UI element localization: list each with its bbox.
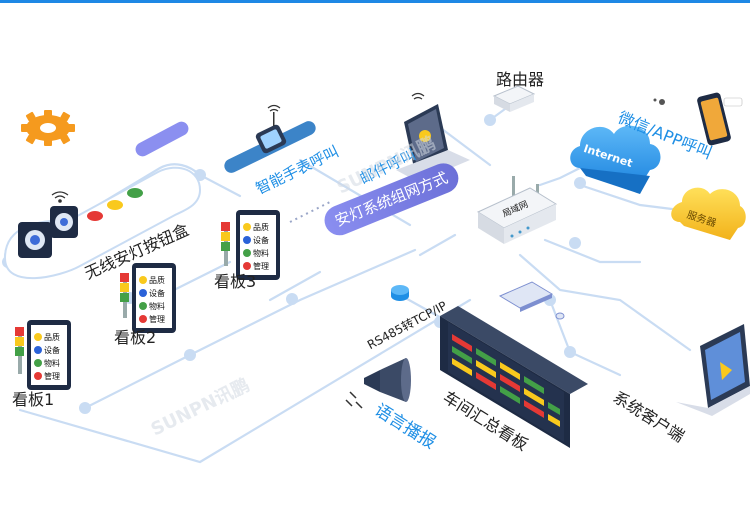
phone-icon — [697, 92, 743, 146]
internet-cloud-icon — [570, 125, 661, 194]
board-3-item-2: 设备 — [253, 235, 269, 245]
board-2-item-3: 物料 — [149, 301, 165, 311]
router-icon — [492, 85, 536, 112]
board-1-item-2: 设备 — [44, 345, 60, 355]
board-2-item-2: 设备 — [149, 288, 165, 298]
red-button — [87, 211, 103, 221]
board-1-label: 看板1 — [12, 390, 55, 409]
board-1-item-4: 管理 — [44, 371, 60, 381]
dashboard-cells — [452, 334, 560, 427]
andon-tower-light — [221, 222, 230, 266]
wireless-button-box — [3, 166, 202, 280]
rs485-converter-icon — [391, 285, 409, 301]
board-2-item-1: 品质 — [149, 275, 165, 285]
server-cloud-icon — [671, 187, 746, 240]
andon-tower-light — [120, 273, 129, 318]
top-accent-bar — [0, 0, 750, 3]
gear-icon — [21, 110, 75, 146]
board-3: 品质 设备 物料 管理 — [221, 210, 280, 280]
wireless-button-device-2 — [50, 206, 78, 238]
speaker-icon — [345, 358, 411, 409]
board-1: 品质 设备 物料 管理 — [15, 320, 71, 390]
wireless-button-device-1 — [18, 222, 52, 258]
client-laptop-icon — [676, 324, 750, 416]
chat-bubble-icon — [653, 98, 665, 105]
smart-watch-icon — [224, 104, 316, 173]
green-button — [127, 188, 143, 198]
board-3-label: 看板3 — [214, 272, 257, 291]
board-2-label: 看板2 — [114, 328, 157, 347]
board-3-item-4: 管理 — [253, 261, 269, 271]
board-3-item-3: 物料 — [253, 248, 269, 258]
keyboard-icon — [498, 281, 565, 320]
router-label: 路由器 — [496, 70, 545, 89]
board-2: 品质 设备 物料 管理 — [120, 263, 176, 333]
board-3-item-1: 品质 — [253, 222, 269, 232]
yellow-button — [107, 200, 123, 210]
wifi-icon — [51, 191, 69, 203]
andon-tower-light — [15, 327, 24, 374]
board-1-item-1: 品质 — [44, 332, 60, 342]
board-2-item-4: 管理 — [149, 314, 165, 324]
dotted-link — [289, 201, 331, 223]
board-1-item-3: 物料 — [44, 358, 60, 368]
workshop-dashboard-screen — [440, 306, 588, 448]
decor-capsule — [135, 121, 189, 157]
lan-switch-icon — [476, 176, 558, 244]
